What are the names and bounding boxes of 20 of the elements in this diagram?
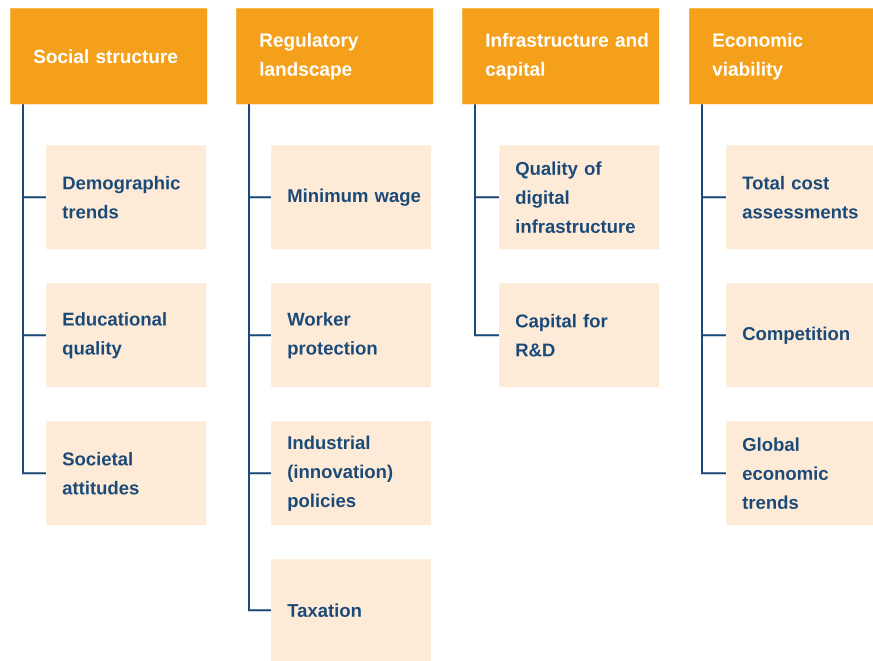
factor-box: Competition bbox=[726, 283, 873, 388]
factor-box: Quality of digital infrastructure bbox=[499, 145, 660, 250]
factor-box: Industrial (innovation) policies bbox=[271, 421, 432, 526]
category-header: Regulatory landscape bbox=[236, 8, 434, 104]
category-header: Economic viability bbox=[689, 8, 873, 104]
connector-line bbox=[701, 104, 726, 474]
connector-line bbox=[22, 104, 46, 474]
connector-line bbox=[248, 104, 271, 612]
factor-box: Educational quality bbox=[46, 283, 206, 388]
factor-box: Taxation bbox=[271, 559, 432, 661]
factor-box: Capital for R&D bbox=[499, 283, 660, 388]
factor-box: Worker protection bbox=[271, 283, 432, 388]
category-header: Infrastructure and capital bbox=[462, 8, 660, 104]
factor-box: Societal attitudes bbox=[46, 421, 206, 526]
factor-box: Total cost assessments bbox=[726, 145, 873, 250]
factor-box: Demographic trends bbox=[46, 145, 206, 250]
connector-line bbox=[474, 104, 499, 336]
factor-box: Minimum wage bbox=[271, 145, 432, 250]
factor-box: Global economic trends bbox=[726, 421, 873, 526]
category-header: Social structure bbox=[10, 8, 208, 104]
